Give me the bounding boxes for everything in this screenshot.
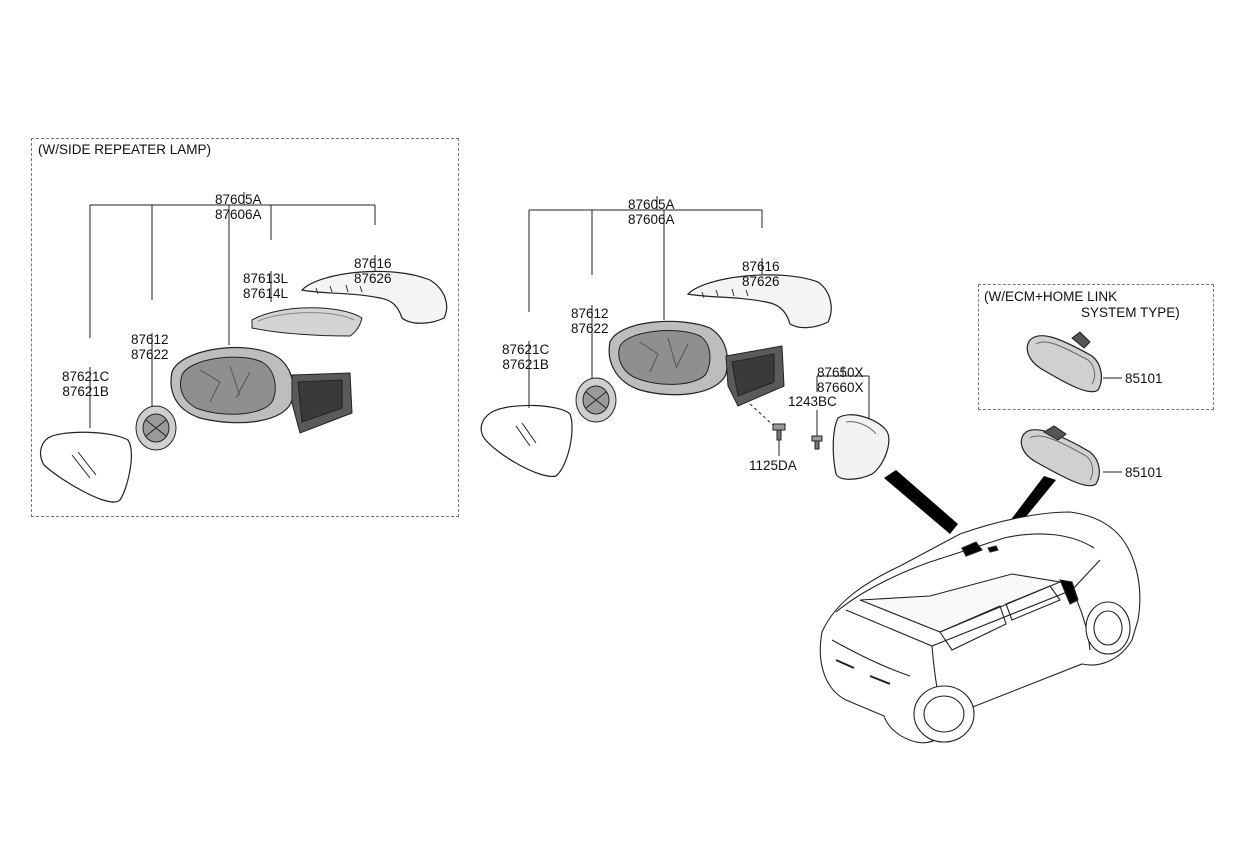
screw-1243bc: [811, 435, 823, 450]
center-mirror-cover: [686, 274, 832, 329]
mirror-bracket: [832, 414, 890, 480]
left-repeater-lamp: [251, 307, 363, 337]
rear-mirror-std-part-number: 85101: [1125, 465, 1163, 480]
rear-mirror-ecm-part-number: 85101: [1125, 371, 1163, 386]
bolt-part-number: 1125DA: [749, 458, 797, 473]
right-option-title-line2: SYSTEM TYPE): [1081, 305, 1180, 320]
center-actuator: [575, 377, 617, 423]
center-mirror-housing: [608, 320, 785, 407]
rear-view-mirror-ecm: [1026, 331, 1102, 393]
rear-view-mirror-standard: [1020, 425, 1100, 487]
left-leader-lines: [89, 192, 376, 428]
screw-part-number: 1243BC: [788, 394, 837, 409]
bolt-1125da: [772, 423, 786, 441]
left-option-title: (W/SIDE REPEATER LAMP): [38, 142, 212, 157]
side-repeater-option-box: [31, 138, 459, 517]
left-mirror-housing: [170, 347, 353, 434]
right-option-title-line1: (W/ECM+HOME LINK: [984, 289, 1118, 304]
left-mirror-cover: [300, 270, 448, 324]
left-actuator: [135, 405, 177, 451]
center-mirror-glass: [480, 404, 573, 477]
ecm-homelink-option-box: [978, 284, 1214, 410]
center-leader-lines: [528, 196, 1122, 473]
vehicle-outline: [819, 511, 1141, 744]
left-mirror-glass: [39, 431, 132, 503]
